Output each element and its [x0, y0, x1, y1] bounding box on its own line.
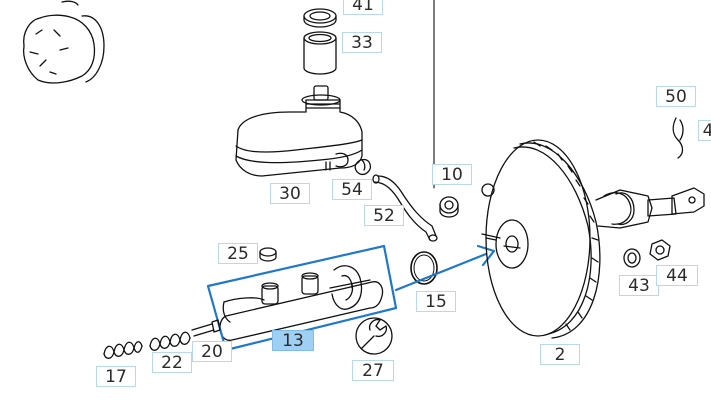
callout-20[interactable]: 20: [192, 341, 232, 362]
callout-27[interactable]: 27: [352, 360, 394, 381]
clip-54-drawing: [354, 158, 372, 176]
callout-33[interactable]: 33: [342, 32, 382, 53]
cap-41-drawing: [303, 8, 337, 28]
washer-43-drawing: [623, 248, 641, 268]
callout-50[interactable]: 50: [656, 86, 696, 107]
callout-30[interactable]: 30: [270, 183, 310, 204]
callout-13-selected[interactable]: 13: [272, 330, 314, 351]
brake-booster-2-drawing: [481, 139, 705, 339]
wrench-27-drawing: [355, 317, 393, 355]
callout-52[interactable]: 52: [364, 205, 404, 226]
reservoir-30-drawing: [235, 85, 363, 177]
callout-17[interactable]: 17: [96, 366, 136, 387]
o-ring-15-drawing: [410, 251, 438, 285]
spring-17-drawing: [103, 341, 143, 359]
callout-43[interactable]: 43: [619, 275, 659, 296]
master-cylinder-13-drawing: [219, 265, 384, 341]
callout-4-partial[interactable]: 4: [698, 120, 711, 141]
clip-50-drawing: [672, 117, 684, 159]
assembly-arrow: [394, 252, 488, 292]
top-left-component: [22, 0, 105, 84]
callout-25[interactable]: 25: [218, 243, 258, 264]
screw-20-drawing: [191, 319, 221, 337]
spring-22-drawing: [149, 331, 191, 351]
grommet-25-drawing: [259, 247, 277, 262]
callout-41[interactable]: 41: [343, 0, 383, 15]
callout-22[interactable]: 22: [152, 352, 192, 373]
callout-10[interactable]: 10: [432, 164, 472, 185]
callout-54[interactable]: 54: [332, 179, 372, 200]
callout-15[interactable]: 15: [416, 291, 456, 312]
seal-33-drawing: [303, 31, 337, 75]
hose-52-drawing: [372, 174, 438, 242]
nut-44-drawing: [649, 239, 671, 261]
callout-2[interactable]: 2: [540, 344, 580, 365]
callout-44[interactable]: 44: [656, 265, 698, 286]
grommet-10-drawing: [439, 196, 459, 218]
